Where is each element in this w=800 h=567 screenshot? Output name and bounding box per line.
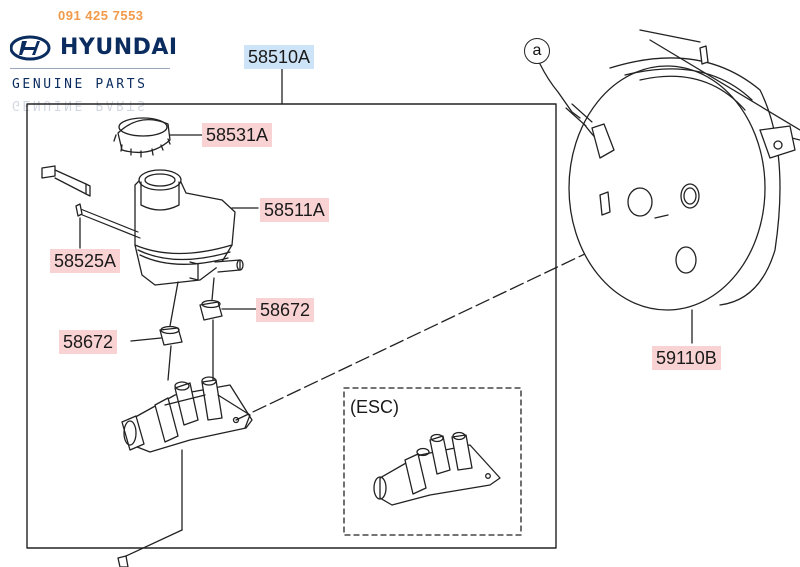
reservoir-tank (134, 169, 244, 286)
bolt (117, 555, 129, 567)
part-label-reservoir[interactable]: 58511A (260, 198, 329, 222)
tagline: GENUINE PARTS (12, 77, 148, 92)
part-label-booster[interactable]: 59110B (652, 346, 721, 370)
level-connector (41, 165, 141, 239)
part-label-grommet-left[interactable]: 58672 (59, 330, 118, 354)
part-label-grommet-right[interactable]: 58672 (256, 298, 315, 322)
brand-logo: HYUNDAI (9, 33, 177, 68)
grommet-right (199, 299, 223, 321)
pushrod-line (235, 221, 653, 421)
assembly-frame (26, 103, 557, 549)
part-label-assembly[interactable]: 58510A (244, 45, 315, 69)
brand-divider (10, 68, 170, 69)
part-label-connector[interactable]: 58525A (50, 249, 121, 273)
master-cylinder (121, 376, 253, 453)
brand-name: HYUNDAI (60, 35, 178, 60)
esc-master-cylinder (373, 431, 501, 506)
phone-number: 091 425 7553 (58, 8, 144, 23)
callout-a: a (524, 38, 550, 64)
part-label-cap[interactable]: 58531A (202, 123, 273, 147)
grommet-left (159, 325, 183, 346)
reservoir-cap (113, 117, 171, 158)
hyundai-logo-icon (9, 35, 51, 61)
brake-booster (568, 57, 781, 311)
esc-label: (ESC) (350, 397, 399, 417)
